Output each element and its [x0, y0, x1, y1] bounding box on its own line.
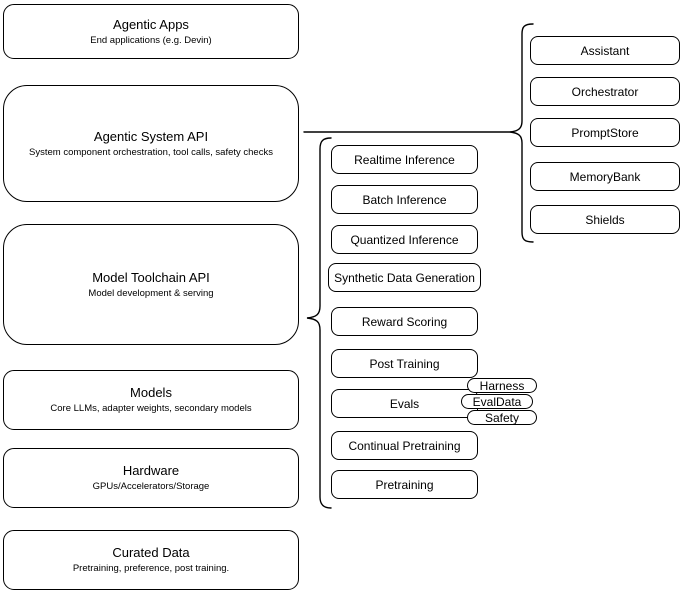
node-title: Agentic Apps	[113, 16, 189, 32]
node-batch-inference: Batch Inference	[331, 185, 478, 214]
node-reward-scoring: Reward Scoring	[331, 307, 478, 336]
node-model-toolchain-api: Model Toolchain API Model development & …	[3, 224, 299, 345]
node-assistant: Assistant	[530, 36, 680, 65]
tag-label: Safety	[484, 410, 520, 425]
node-memorybank: MemoryBank	[530, 162, 680, 191]
node-pretraining: Pretraining	[331, 470, 478, 499]
node-title: Hardware	[122, 463, 180, 478]
node-realtime-inference: Realtime Inference	[331, 145, 478, 174]
node-post-training: Post Training	[331, 349, 478, 378]
node-label: Post Training	[369, 356, 440, 371]
tag-harness: Harness	[467, 378, 537, 393]
node-title: Agentic System API	[93, 128, 209, 144]
system-group-brace	[509, 23, 534, 243]
tag-label: Harness	[479, 378, 525, 393]
node-promptstore: PromptStore	[530, 118, 680, 147]
node-label: Batch Inference	[362, 192, 447, 207]
node-label: Reward Scoring	[361, 314, 448, 329]
tag-safety: Safety	[467, 410, 537, 425]
node-shields: Shields	[530, 205, 680, 234]
node-orchestrator: Orchestrator	[530, 77, 680, 106]
node-label: Realtime Inference	[354, 152, 455, 167]
node-quantized-inference: Quantized Inference	[331, 225, 478, 254]
node-subtitle: System component orchestration, tool cal…	[29, 146, 273, 158]
node-subtitle: GPUs/Accelerators/Storage	[92, 481, 210, 492]
node-curated-data: Curated Data Pretraining, preference, po…	[3, 530, 299, 590]
node-label: Shields	[585, 212, 625, 227]
node-hardware: Hardware GPUs/Accelerators/Storage	[3, 448, 299, 508]
node-label: Assistant	[580, 43, 630, 58]
toolchain-group-brace	[306, 137, 332, 509]
node-label: Synthetic Data Generation	[334, 270, 475, 285]
node-models: Models Core LLMs, adapter weights, secon…	[3, 370, 299, 430]
node-synthetic-data-generation: Synthetic Data Generation	[328, 263, 481, 292]
tag-evaldata: EvalData	[461, 394, 533, 409]
node-agentic-apps: Agentic Apps End applications (e.g. Devi…	[3, 4, 299, 59]
node-label: Orchestrator	[571, 84, 639, 99]
node-subtitle: Pretraining, preference, post training.	[72, 563, 230, 574]
node-title: Curated Data	[112, 545, 190, 560]
node-subtitle: Core LLMs, adapter weights, secondary mo…	[50, 403, 252, 414]
node-agentic-system-api: Agentic System API System component orch…	[3, 85, 299, 202]
node-continual-pretraining: Continual Pretraining	[331, 431, 478, 460]
node-subtitle: End applications (e.g. Devin)	[90, 34, 212, 46]
node-label: Evals	[389, 396, 420, 411]
node-title: Model Toolchain API	[92, 269, 210, 285]
node-label: PromptStore	[571, 125, 639, 140]
node-label: Quantized Inference	[350, 232, 459, 247]
node-subtitle: Model development & serving	[88, 287, 214, 299]
node-label: Pretraining	[375, 477, 434, 492]
node-evals: Evals	[331, 389, 478, 418]
node-label: Continual Pretraining	[348, 438, 461, 453]
node-label: MemoryBank	[569, 169, 641, 184]
node-title: Models	[130, 385, 172, 400]
tag-label: EvalData	[472, 394, 522, 409]
